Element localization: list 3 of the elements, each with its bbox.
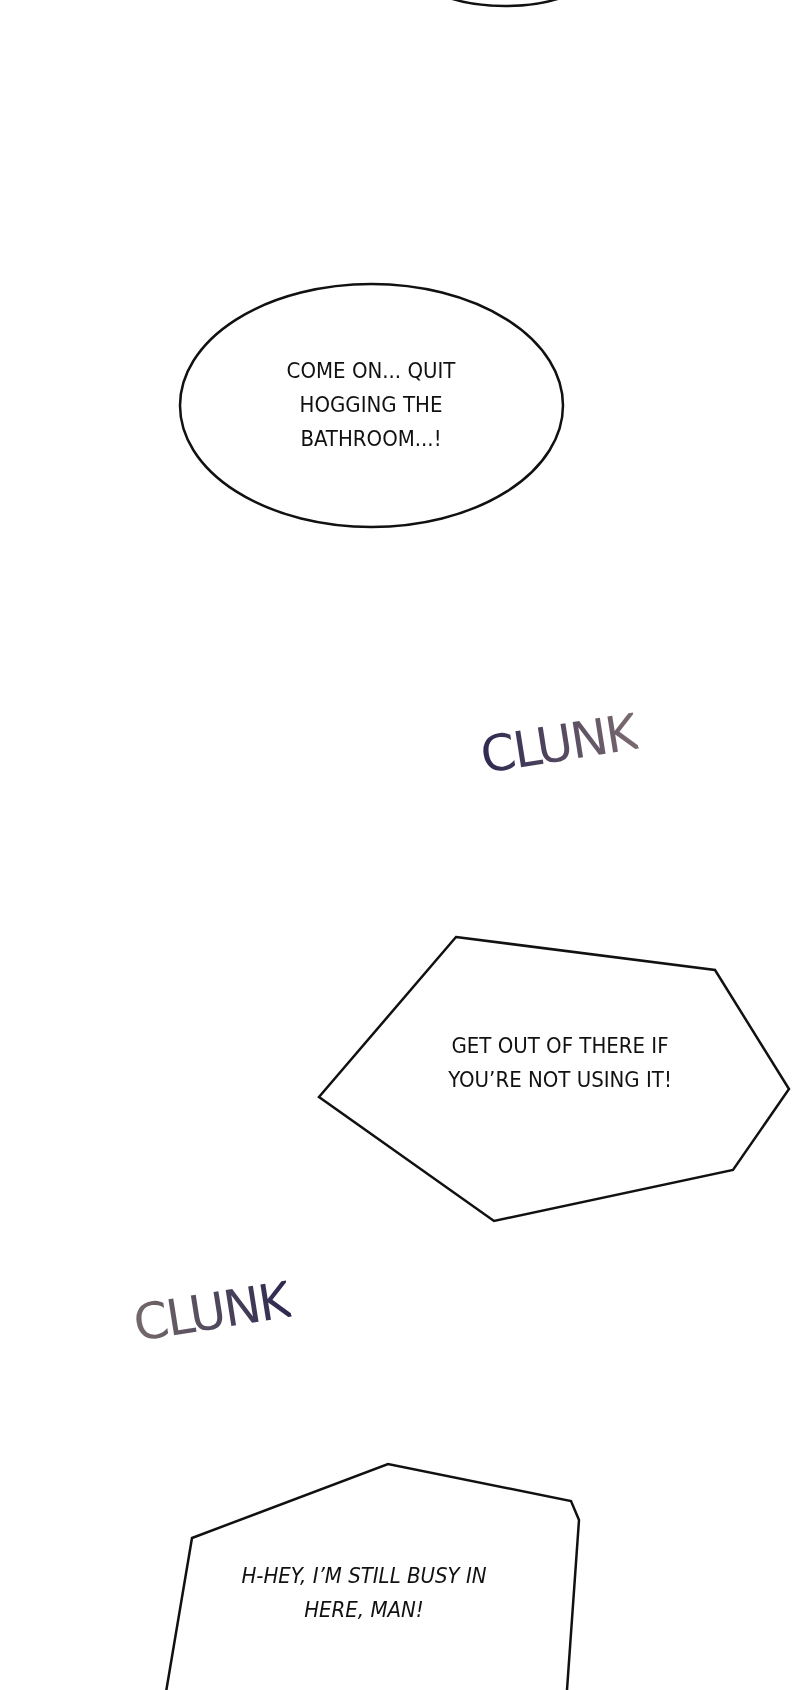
speech-text: COME ON... QUIT HOGGING THE BATHROOM...! [285,357,457,453]
speech-text: H-HEY, I’M STILL BUSY IN HERE, MAN! [240,1562,488,1624]
speech-text: GET OUT OF THERE IF YOU’RE NOT USING IT! [447,1032,673,1094]
